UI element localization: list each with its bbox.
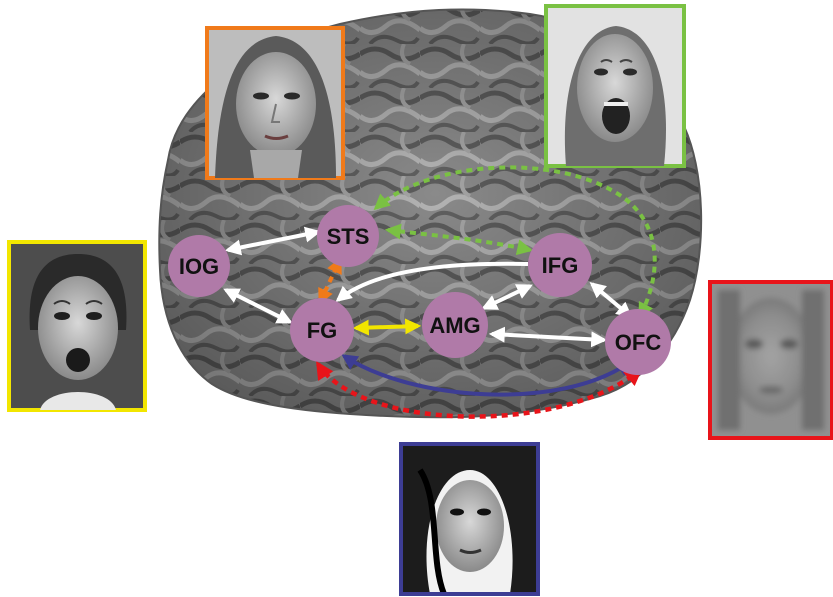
node-label-amg: AMG [429, 313, 480, 338]
node-amg: AMG [422, 292, 488, 358]
arrow-fg-amg [356, 326, 418, 328]
face-photo-fear [9, 242, 145, 410]
face-photo-dynamic [546, 6, 684, 166]
node-ifg: IFG [528, 233, 592, 297]
node-iog: IOG [168, 235, 230, 297]
node-label-ifg: IFG [542, 253, 579, 278]
face-photo-attractive [401, 444, 538, 594]
node-ofc: OFC [605, 309, 671, 375]
node-label-iog: IOG [179, 254, 219, 279]
node-sts: STS [317, 205, 379, 267]
face-photo-neutral [207, 28, 343, 178]
node-label-sts: STS [327, 224, 370, 249]
node-label-fg: FG [307, 318, 338, 343]
face-photo-blurred [710, 282, 832, 438]
node-fg: FG [290, 298, 354, 362]
node-label-ofc: OFC [615, 330, 662, 355]
